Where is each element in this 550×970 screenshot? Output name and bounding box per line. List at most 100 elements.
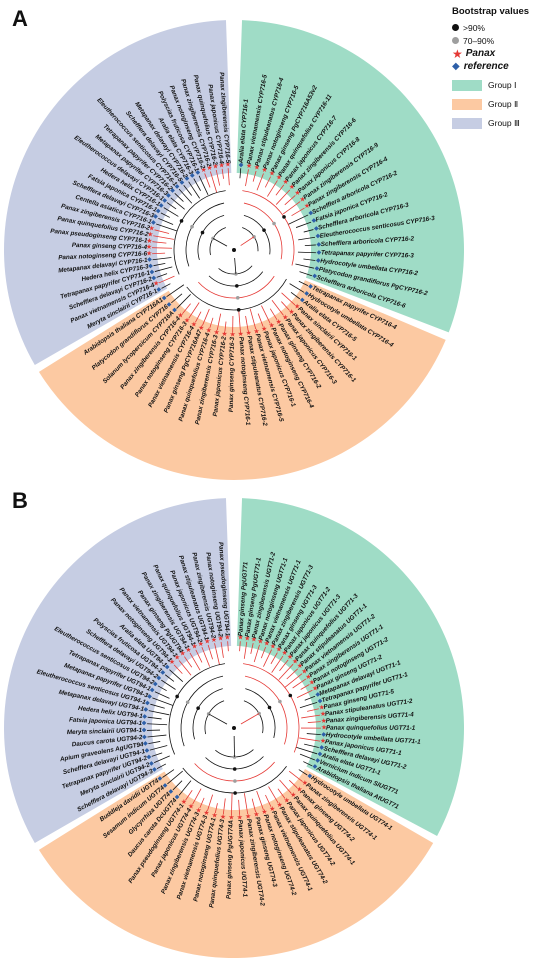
tree-branch xyxy=(298,236,316,241)
tree-root-node xyxy=(232,248,236,252)
tree-branch xyxy=(164,674,175,682)
group-sector-3 xyxy=(3,20,232,366)
tree-branch xyxy=(195,311,202,323)
panax-star-icon: ★ xyxy=(246,329,252,337)
tree-branch xyxy=(198,175,209,195)
tree-branch xyxy=(152,252,166,255)
legend-row-panax: ★Panax xyxy=(452,47,548,60)
bootstrap-dot xyxy=(175,694,179,699)
tree-branch xyxy=(149,745,168,751)
legend-row-high: >90% xyxy=(452,21,548,34)
bootstrap-dot xyxy=(235,296,240,300)
group-sector-2 xyxy=(38,280,446,480)
tree-branch xyxy=(152,697,174,706)
tree-branch xyxy=(249,308,257,330)
tree-branch xyxy=(154,691,170,699)
panax-star-icon: ★ xyxy=(321,724,327,732)
panax-star-icon: ★ xyxy=(204,638,210,646)
tree-branch xyxy=(299,753,316,761)
bootstrap-dot xyxy=(233,779,237,783)
tree-stem xyxy=(240,713,260,725)
tree-branch xyxy=(299,737,321,742)
reference-diamond-icon: ◆ xyxy=(144,707,149,713)
tree-branch xyxy=(147,716,162,720)
gray-dot-icon xyxy=(452,37,459,44)
tree-branch xyxy=(158,218,174,225)
tree-branch xyxy=(292,678,307,689)
panax-star-icon: ★ xyxy=(195,806,201,814)
tree-branch xyxy=(154,229,170,234)
leaf-label: Fatsia japonica UGT94-1 xyxy=(69,717,143,728)
panel-label-b: B xyxy=(12,488,28,513)
tree-branch xyxy=(171,293,183,304)
tree-branch xyxy=(303,761,313,767)
blue-diamond-icon: ◆ xyxy=(452,60,460,72)
panax-star-icon: ★ xyxy=(282,313,288,321)
reference-diamond-icon: ◆ xyxy=(147,694,152,700)
reference-diamond-icon: ◆ xyxy=(172,308,177,314)
panax-star-icon: ★ xyxy=(304,202,310,210)
bootstrap-dot xyxy=(196,706,200,710)
tree-branch xyxy=(281,301,290,311)
legend-title: Bootstrap values xyxy=(452,6,530,17)
tree-branch xyxy=(284,673,303,688)
reference-diamond-icon: ◆ xyxy=(150,687,155,693)
tree-branch xyxy=(214,643,220,665)
panax-star-icon: ★ xyxy=(146,243,152,251)
tree-branch xyxy=(304,695,316,701)
reference-diamond-icon: ◆ xyxy=(318,699,323,705)
panax-star-icon: ★ xyxy=(237,813,243,821)
tree-branch xyxy=(150,703,165,709)
panax-star-icon: ★ xyxy=(257,637,263,645)
tree-branch xyxy=(295,263,315,269)
tree-branch xyxy=(207,644,213,660)
bootstrap-dot xyxy=(272,221,276,226)
reference-diamond-icon: ◆ xyxy=(185,176,190,182)
tree-branch xyxy=(275,189,291,205)
tree-branch xyxy=(215,169,221,186)
phylogenetic-tree-a: ◆Aralia elata CYP716-1★Panax vietnamensi… xyxy=(3,20,464,480)
panax-star-icon: ★ xyxy=(254,164,260,172)
tree-branch xyxy=(284,195,296,206)
reference-diamond-icon: ◆ xyxy=(315,692,320,698)
bootstrap-dot xyxy=(262,228,266,232)
panax-star-icon: ★ xyxy=(251,636,257,644)
group1-swatch xyxy=(452,80,482,91)
tree-branch xyxy=(222,798,226,815)
tree-branch xyxy=(307,708,319,712)
tree-branch xyxy=(269,308,278,320)
bootstrap-dot xyxy=(200,230,205,235)
reference-diamond-icon: ◆ xyxy=(161,670,166,676)
tree-branch xyxy=(209,317,214,329)
reference-diamond-icon: ◆ xyxy=(153,681,158,687)
tree-branch xyxy=(231,792,233,815)
reference-diamond-icon: ◆ xyxy=(151,220,156,226)
bootstrap-dot xyxy=(235,284,239,288)
tree-branch xyxy=(291,207,305,217)
leaf-label: Meryta sinclairii UGT94-1 xyxy=(67,727,143,736)
tree-branch xyxy=(238,799,240,815)
reference-diamond-icon: ◆ xyxy=(167,302,172,308)
reference-diamond-icon: ◆ xyxy=(142,714,147,720)
tree-branch xyxy=(183,184,193,196)
panax-star-icon: ★ xyxy=(221,330,227,338)
reference-diamond-icon: ◆ xyxy=(175,795,180,801)
tree-branch xyxy=(268,786,279,804)
black-dot-icon xyxy=(452,24,459,31)
legend-row-mid: 70–90% xyxy=(452,34,548,47)
tree-branch xyxy=(256,173,264,191)
tree-branch xyxy=(221,168,224,179)
tree-branch xyxy=(154,266,173,272)
panax-star-icon: ★ xyxy=(153,280,159,288)
panax-star-icon: ★ xyxy=(217,635,223,643)
red-star-icon: ★ xyxy=(452,46,463,61)
reference-diamond-icon: ◆ xyxy=(317,242,322,248)
tree-stem xyxy=(234,257,237,274)
reference-diamond-icon: ◆ xyxy=(170,188,175,194)
legend-row-reference: ◆reference xyxy=(452,60,548,73)
panel-label-a: A xyxy=(12,6,28,31)
reference-diamond-icon: ◆ xyxy=(149,761,154,767)
group-sector-3 xyxy=(3,498,232,843)
reference-diamond-icon: ◆ xyxy=(321,732,326,738)
tree-branch xyxy=(300,684,310,690)
